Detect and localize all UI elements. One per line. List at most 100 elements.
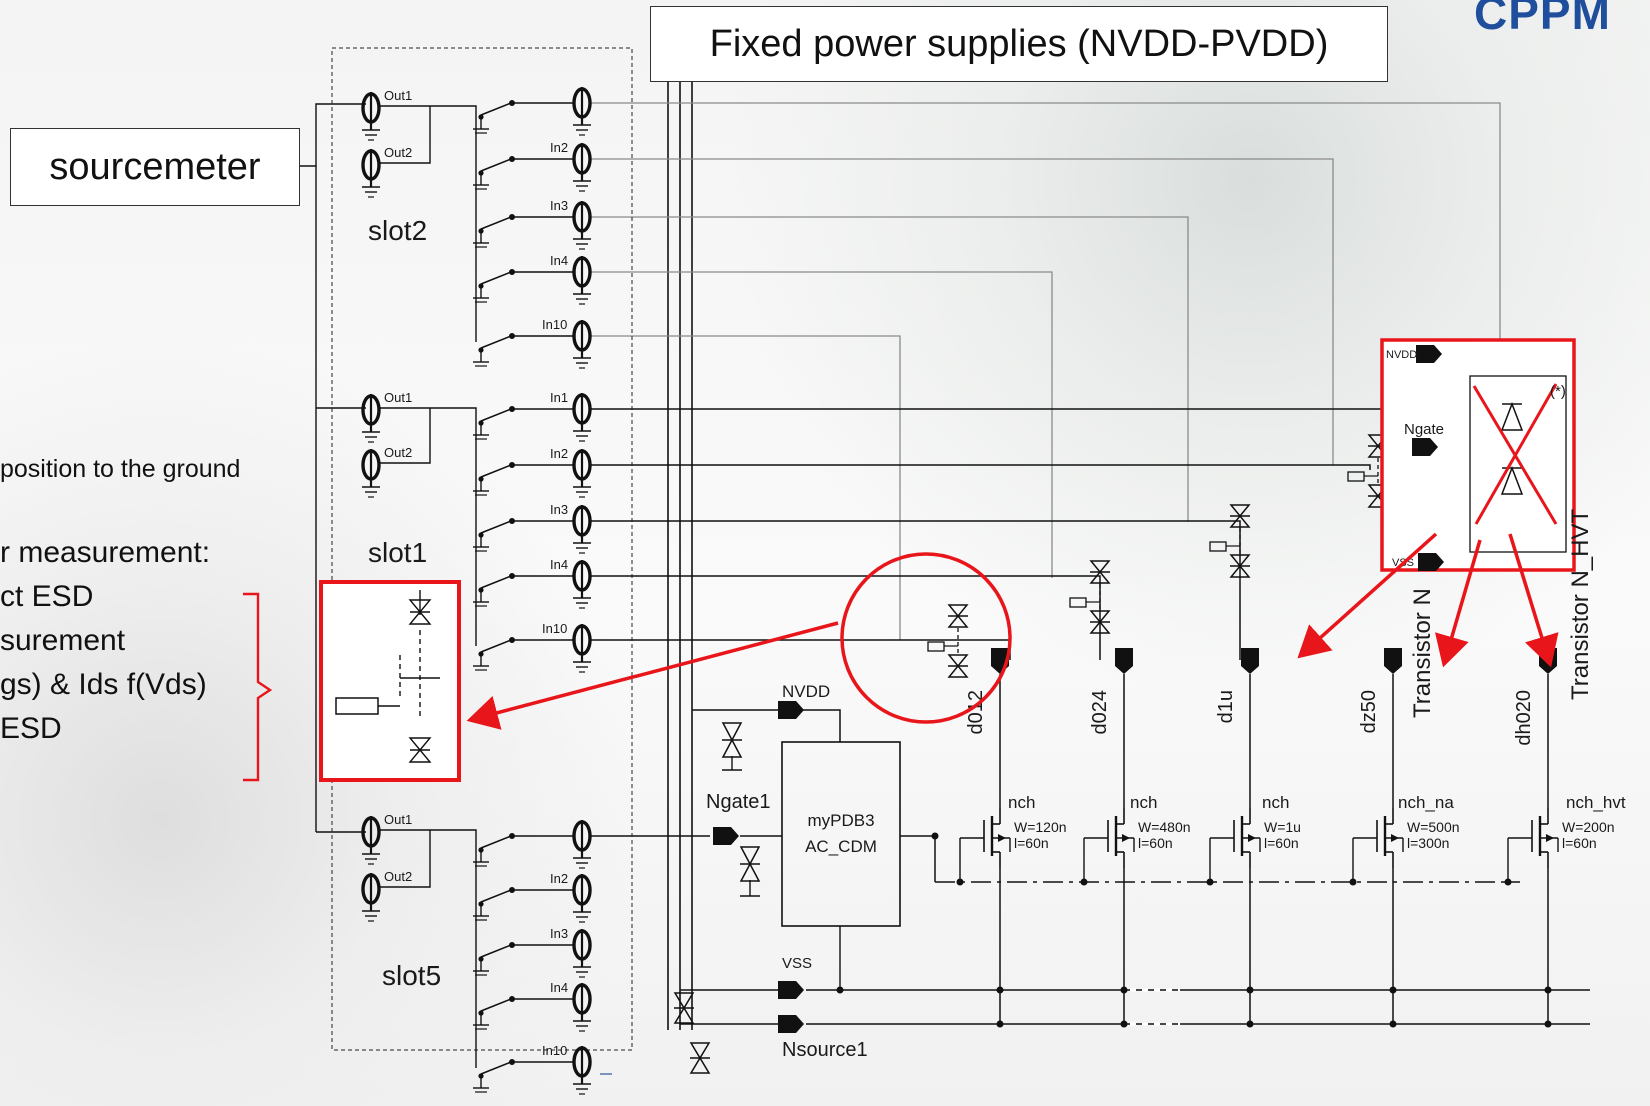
relay-contact [509, 269, 515, 275]
highlight-arrow [1435, 539, 1482, 668]
input-label: In1 [550, 390, 568, 405]
wire [480, 520, 512, 534]
esd-diode-icon [689, 1042, 711, 1074]
wire [480, 575, 512, 589]
fixed-power-supplies-box: Fixed power supplies (NVDD-PVDD) [650, 6, 1388, 82]
esd-diode-icon [947, 604, 969, 628]
pad-shape [778, 981, 804, 999]
junction-dot [1206, 878, 1214, 886]
resistor-shape [1209, 541, 1227, 552]
out1-label: Out1 [384, 88, 412, 103]
input-coax-icon [572, 320, 592, 369]
dut-relay-icon [927, 628, 959, 654]
relay-switch-icon [473, 269, 515, 303]
out2-label: Out2 [384, 445, 412, 460]
input-coax-icon [572, 929, 592, 978]
zoomed-relay-icon [335, 590, 440, 763]
wire [480, 335, 512, 349]
nmos-arrow [1391, 834, 1399, 842]
esd-frame [1380, 338, 1576, 572]
drain-pad-icon [1384, 648, 1402, 674]
relay-contact [509, 1059, 515, 1065]
relay-switch-icon [473, 406, 515, 440]
route-wire-black [590, 639, 1011, 660]
relay-contact [509, 156, 515, 162]
junction-dot [1246, 1020, 1254, 1028]
pad-shape [1416, 345, 1442, 363]
esd-protection-block [1380, 338, 1576, 572]
nmos-transistor-icon [1233, 808, 1261, 868]
input-label: In4 [550, 253, 568, 268]
junction-dot [1544, 1020, 1552, 1028]
esd-diode-icon [1229, 554, 1251, 578]
pad-shape [1115, 648, 1133, 674]
esd-diode-icon [947, 654, 969, 678]
pad-shape [778, 1015, 804, 1033]
pad-shape [1412, 438, 1438, 456]
input-label: In4 [550, 557, 568, 572]
transistor-width-label: W=500n [1407, 819, 1460, 835]
junction-dot [1504, 878, 1512, 886]
input-coax-icon [572, 449, 592, 498]
esd-diode-pair-icon [1500, 401, 1524, 495]
slot-frame [331, 47, 633, 1051]
drain-pad-icon [1115, 648, 1133, 674]
wire [480, 1061, 512, 1075]
esd-diode-icon [1229, 504, 1251, 528]
junction-dot [1389, 986, 1397, 994]
nmos-arrow [1546, 834, 1554, 842]
relay-contact [509, 942, 515, 948]
input-coax-icon [572, 874, 592, 923]
esd-ngate-label: Ngate [1404, 421, 1444, 438]
dut-relay-icon [1347, 458, 1379, 484]
route-wire [590, 158, 1334, 465]
highlight-circle [840, 552, 1012, 724]
relay-switch-icon [473, 100, 515, 134]
junction-dot [1246, 986, 1254, 994]
relay-switch-icon [473, 214, 515, 248]
transistor-type-label: nch_hvt [1566, 793, 1626, 812]
slot-name-label: slot1 [368, 537, 427, 568]
input-label: In10 [542, 1043, 567, 1058]
transistor-width-label: W=1u [1264, 819, 1301, 835]
route-wire [590, 216, 1189, 522]
sourcemeter-box: sourcemeter [10, 128, 300, 206]
esd-diode-icon [673, 992, 695, 1024]
transistor-width-label: W=200n [1562, 819, 1615, 835]
route-wire-black [590, 464, 1371, 470]
esd-vss-pad-icon [1418, 553, 1444, 571]
nmos-arrow [998, 834, 1006, 842]
pad-shape [1241, 648, 1259, 674]
parts-layer [331, 47, 1576, 1095]
transistor-width-label: W=120n [1014, 819, 1067, 835]
out2-link-wire [379, 408, 431, 464]
input-coax-icon [572, 505, 592, 554]
sourcemeter-wire [298, 103, 366, 167]
relay-switch-icon [473, 887, 515, 921]
transistor-length-label: l=300n [1407, 835, 1449, 851]
transistor-type-label: nch [1130, 793, 1157, 812]
highlight-layer: (*) [243, 383, 1566, 782]
block-line-1: myPDB3 [807, 811, 874, 830]
relay-contact [509, 637, 515, 643]
out2-link-wire [379, 830, 431, 888]
side-note-6: ESD [0, 712, 62, 745]
relay-switch-icon [473, 637, 515, 671]
input-coax-icon [572, 393, 592, 442]
relay-contact [509, 100, 515, 106]
input-label: In10 [542, 317, 567, 332]
relay-contact [509, 518, 515, 524]
transistor-length-label: l=60n [1138, 835, 1173, 851]
junction-dot [996, 986, 1004, 994]
drain-pad-icon [1241, 648, 1259, 674]
input-coax-icon [572, 983, 592, 1032]
esd-diode-icon [739, 846, 761, 882]
zoom-box [319, 580, 461, 782]
input-label: In10 [542, 621, 567, 636]
relay-contact [509, 833, 515, 839]
route-wire [590, 102, 1501, 370]
out-bus-wire [379, 407, 477, 646]
wire [480, 271, 512, 285]
side-notes-bracket [243, 592, 273, 782]
